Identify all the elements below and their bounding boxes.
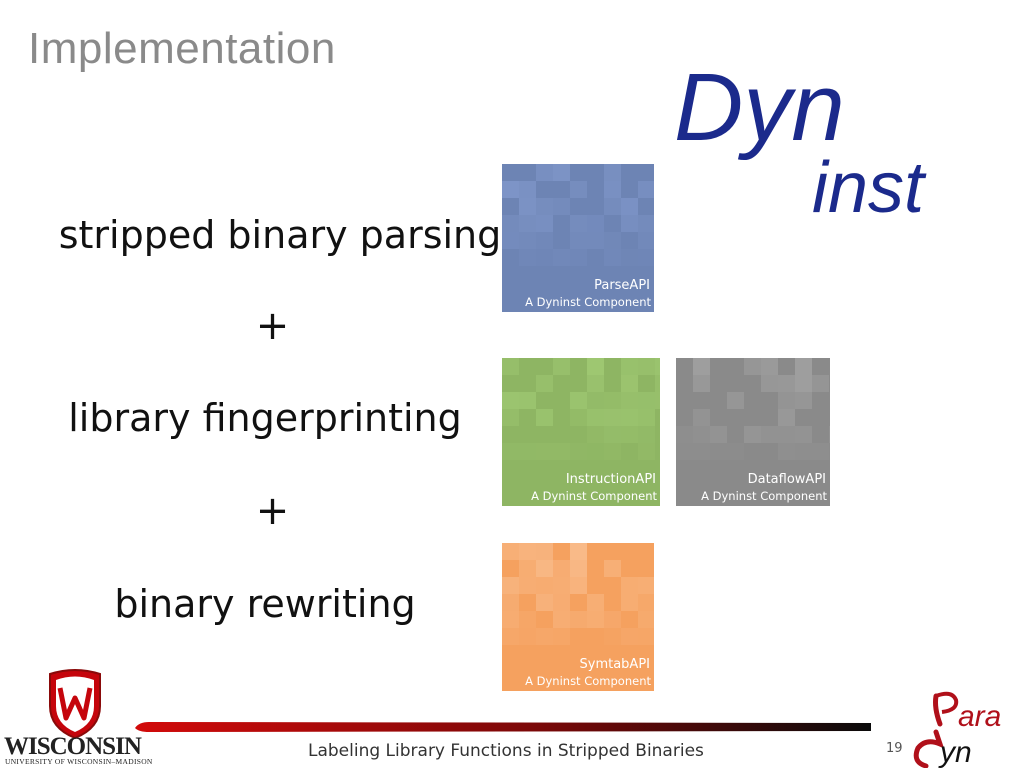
page-number: 19: [886, 741, 903, 756]
wisconsin-crest-icon: [49, 669, 101, 740]
footer-title: Labeling Library Functions in Stripped B…: [308, 741, 704, 761]
tile-parseapi: ParseAPI A Dyninst Component: [502, 164, 654, 312]
plus-sign-2: +: [255, 488, 290, 534]
line-binary-rewriting: binary rewriting: [114, 582, 416, 626]
slide-title: Implementation: [28, 24, 336, 73]
tile-instructionapi-pattern: [502, 358, 660, 506]
paradyn-logo-bottom: yn: [938, 736, 972, 768]
plus-sign-1: +: [255, 303, 290, 349]
dyninst-logo-bottom: inst: [812, 148, 927, 228]
wisconsin-wordmark: WISCONSIN: [4, 733, 142, 760]
tile-instructionapi-subtitle: A Dyninst Component: [531, 489, 657, 503]
line-stripped-binary-parsing: stripped binary parsing: [58, 213, 502, 257]
tile-parseapi-subtitle: A Dyninst Component: [525, 295, 651, 309]
dyninst-logo: Dyn inst: [674, 54, 927, 228]
tile-parseapi-pattern: [502, 164, 654, 312]
wisconsin-subtitle: UNIVERSITY OF WISCONSIN–MADISON: [5, 757, 153, 766]
tile-parseapi-name: ParseAPI: [594, 278, 650, 293]
tile-symtabapi-pattern: [502, 543, 654, 691]
tile-dataflowapi-name: DataflowAPI: [747, 472, 826, 487]
paradyn-logo: ara yn: [913, 691, 1001, 768]
tile-dataflowapi-pattern: [676, 358, 830, 506]
footer-divider: [135, 722, 871, 732]
tile-symtabapi: SymtabAPI A Dyninst Component: [502, 543, 654, 691]
tile-instructionapi: InstructionAPI A Dyninst Component: [502, 358, 660, 506]
tile-symtabapi-name: SymtabAPI: [579, 657, 651, 672]
tile-symtabapi-subtitle: A Dyninst Component: [525, 674, 651, 688]
line-library-fingerprinting: library fingerprinting: [68, 396, 462, 440]
paradyn-logo-top: ara: [958, 700, 1001, 733]
tile-dataflowapi-subtitle: A Dyninst Component: [701, 489, 827, 503]
tile-dataflowapi: DataflowAPI A Dyninst Component: [676, 358, 830, 506]
tile-instructionapi-name: InstructionAPI: [565, 472, 656, 487]
dyninst-logo-top: Dyn: [674, 54, 845, 161]
